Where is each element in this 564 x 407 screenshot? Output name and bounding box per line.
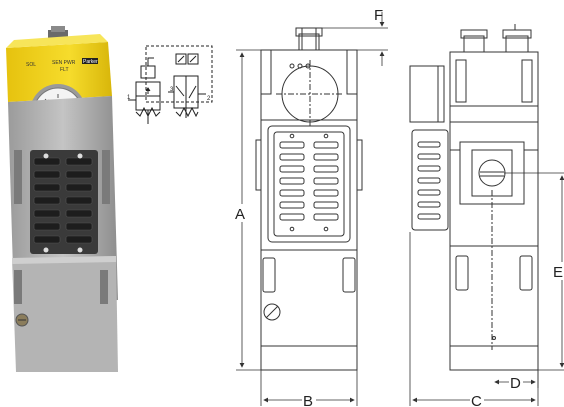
dim-label-d: D [510,375,521,392]
dim-label-c: C [471,393,482,407]
pneumatic-symbol [128,45,213,124]
product-photo: SOL SEN PWR FLT Parker [6,26,118,372]
dim-label-a: A [235,206,245,223]
label-flt: FLT [60,67,69,73]
port-1-label: 1 [127,95,131,101]
label-sen-pwr: SEN PWR [52,60,76,66]
dim-label-f: F [374,7,383,24]
dim-label-b: B [303,393,313,407]
brand-logo: Parker [83,59,98,65]
label-sol: SOL [26,62,36,68]
front-view [255,27,363,371]
dim-label-e: E [553,264,563,281]
port-3-label: 3 [170,87,174,93]
side-view [409,24,539,371]
port-2-label: 2 [207,96,211,102]
dimension-f [322,12,388,66]
yellow-housing [6,42,112,102]
